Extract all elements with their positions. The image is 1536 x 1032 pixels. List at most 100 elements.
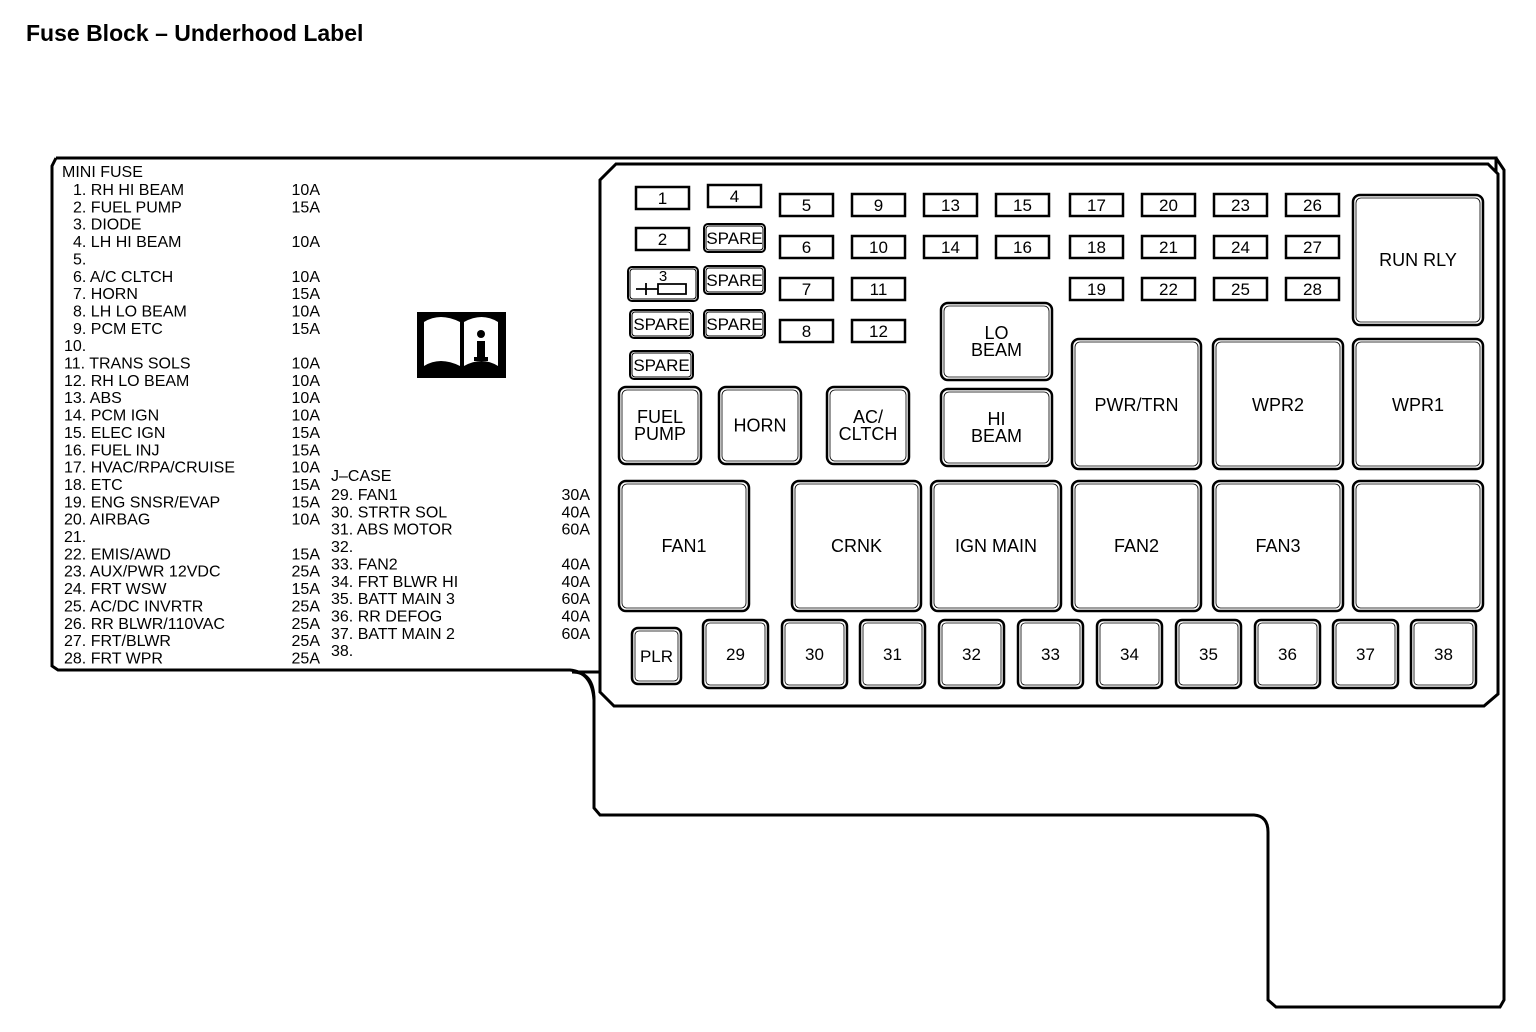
mini-fuse-entry-label: 27. FRT/BLWR [64, 633, 171, 650]
mini-fuse-entry-label: 28. FRT WPR [64, 650, 163, 667]
fuse-slot-label: 4 [730, 187, 739, 206]
mini-fuse-slot: 6 [778, 234, 835, 260]
j-case-fuse-slot: 38 [1409, 618, 1478, 690]
j-case-entry-amp: 60A [562, 591, 591, 608]
mini-fuse-entry-amp: 15A [292, 199, 321, 216]
mini-fuse-heading: MINI FUSE [62, 164, 143, 181]
spare-fuse-slot: SPARE [703, 223, 766, 253]
mini-fuse-entry-amp: 15A [292, 442, 321, 459]
j-case-slot-label: 34 [1120, 645, 1139, 664]
mini-fuse-entry-label: 23. AUX/PWR 12VDC [64, 564, 221, 581]
mini-fuse-entry-label: 3. DIODE [73, 217, 141, 234]
relay-label: WPR1 [1392, 395, 1444, 415]
j-case-fuse-slot: 34 [1095, 618, 1164, 690]
mini-fuse-entry-amp: 15A [292, 425, 321, 442]
relay-slot: FAN3 [1211, 479, 1345, 613]
j-case-fuse-slot: 33 [1016, 618, 1085, 690]
fuse-slot-label: 21 [1159, 238, 1178, 257]
fuse-slot-label: 26 [1303, 196, 1322, 215]
mini-fuse-entry-amp: 25A [292, 616, 321, 633]
mini-fuse-slot: 18 [1068, 234, 1125, 260]
relay-label: BEAM [971, 340, 1022, 360]
mini-fuse-slot: 12 [850, 318, 907, 344]
relay-label: FAN3 [1255, 536, 1300, 556]
j-case-entry-amp: 40A [562, 574, 591, 591]
mini-fuse-entry-label: 9. PCM ETC [73, 321, 163, 338]
mini-fuse-slot: 21 [1140, 234, 1197, 260]
j-case-entry-label: 38. [331, 643, 353, 660]
spare-slot-label: SPARE [706, 315, 762, 334]
relay-label: PUMP [634, 424, 686, 444]
mini-fuse-entry-amp: 25A [292, 650, 321, 667]
j-case-slot-label: 30 [805, 645, 824, 664]
j-case-slot-label: 33 [1041, 645, 1060, 664]
mini-fuse-entry-amp: 10A [292, 234, 321, 251]
j-case-entry-label: 33. FAN2 [331, 556, 398, 573]
relay-slot: AC/CLTCH [825, 385, 911, 466]
spare-slot-label: SPARE [633, 315, 689, 334]
relay-slot: RUN RLY [1351, 193, 1485, 327]
mini-fuse-entry-amp: 10A [292, 460, 321, 477]
mini-fuse-entry-label: 11. TRANS SOLS [64, 356, 191, 373]
mini-fuse-entry-label: 15. ELEC IGN [64, 425, 165, 442]
mini-fuse-entry-label: 19. ENG SNSR/EVAP [64, 494, 220, 511]
mini-fuse-entry-amp: 15A [292, 477, 321, 494]
j-case-entry-label: 34. FRT BLWR HI [331, 574, 458, 591]
relay-label: HI [988, 409, 1006, 429]
mini-fuse-entry-amp: 10A [292, 182, 321, 199]
mini-fuse-entry-amp: 15A [292, 581, 321, 598]
owner-manual-info-icon [417, 312, 506, 378]
mini-fuse-entry-amp: 15A [292, 546, 321, 563]
j-case-entry-label: 29. FAN1 [331, 487, 398, 504]
mini-fuse-slot: 27 [1284, 234, 1341, 260]
fuse-slot-label: 27 [1303, 238, 1322, 257]
j-case-heading: J–CASE [331, 468, 391, 485]
mini-fuse-slot: 26 [1284, 192, 1341, 218]
mini-fuse-slot: 2 [634, 226, 691, 252]
j-case-slot-label: 36 [1278, 645, 1297, 664]
mini-fuse-entry-amp: 15A [292, 286, 321, 303]
page-title: Fuse Block – Underhood Label [26, 20, 364, 46]
fuse-slot-label: 5 [802, 196, 811, 215]
fuse-slot-label: 28 [1303, 280, 1322, 299]
mini-fuse-entry-amp: 10A [292, 408, 321, 425]
fuse-slot-label: 14 [941, 238, 960, 257]
j-case-entry-amp: 40A [562, 556, 591, 573]
mini-fuse-slot: 17 [1068, 192, 1125, 218]
j-case-slot-label: 31 [883, 645, 902, 664]
diode-symbol-icon [636, 283, 687, 295]
j-case-fuse-slot: 30 [780, 618, 849, 690]
relay-label: AC/ [853, 407, 883, 427]
fuse-slot-label: 16 [1013, 238, 1032, 257]
mini-fuse-entry-label: 12. RH LO BEAM [64, 373, 189, 390]
fuse-slot-label: 19 [1087, 280, 1106, 299]
relay-slot: PWR/TRN [1070, 337, 1203, 471]
j-case-entry-amp: 30A [562, 487, 591, 504]
mini-fuse-entry-amp: 25A [292, 564, 321, 581]
relay-slot [1351, 479, 1485, 613]
j-case-entry-label: 36. RR DEFOG [331, 608, 442, 625]
fuse-slot-label: 17 [1087, 196, 1106, 215]
mini-fuse-slot: 23 [1212, 192, 1269, 218]
mini-fuse-entry-label: 14. PCM IGN [64, 408, 159, 425]
mini-fuse-entry-label: 17. HVAC/RPA/CRUISE [64, 460, 235, 477]
spare-slot-label: SPARE [706, 229, 762, 248]
mini-fuse-slot: 9 [850, 192, 907, 218]
mini-fuse-slot: 14 [922, 234, 979, 260]
relay-label: CLTCH [839, 424, 898, 444]
spare-fuse-slot: SPARE [629, 309, 694, 339]
mini-fuse-slot: 13 [922, 192, 979, 218]
mini-fuse-entry-label: 25. AC/DC INVRTR [64, 598, 203, 615]
fuse-slot-label: 20 [1159, 196, 1178, 215]
fuse-slot-label: 12 [869, 322, 888, 341]
j-case-fuse-slot: 37 [1331, 618, 1400, 690]
mini-fuse-slot: 11 [850, 276, 907, 302]
mini-fuse-entry-label: 18. ETC [64, 477, 123, 494]
mini-fuse-entry-label: 8. LH LO BEAM [73, 303, 187, 320]
j-case-slot-label: 32 [962, 645, 981, 664]
housing-outline [592, 157, 1506, 1009]
mini-fuse-slot: 22 [1140, 276, 1197, 302]
fuse-slot-label: 22 [1159, 280, 1178, 299]
